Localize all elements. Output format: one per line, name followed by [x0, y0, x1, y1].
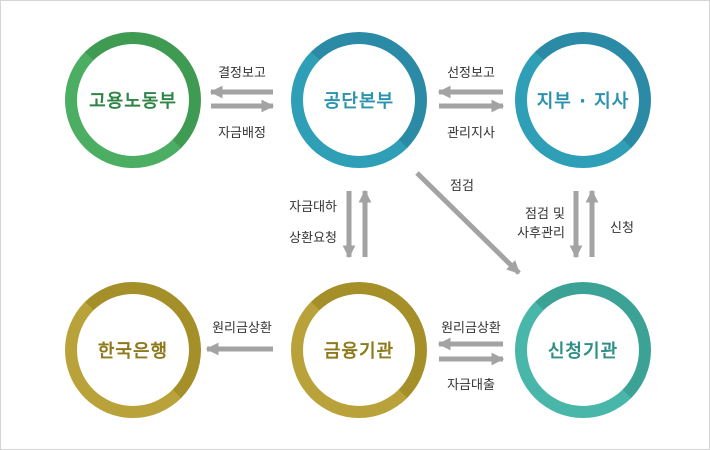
label-inspection: 점검	[450, 179, 474, 194]
node-bank-of-korea-label: 한국은행	[97, 341, 169, 362]
node-agency-hq-label: 공단본부	[323, 91, 395, 112]
node-bank-of-korea: 한국은행	[65, 282, 201, 418]
arrow-hq-to-applicant	[415, 171, 521, 275]
label-decision-report: 결정보고	[218, 66, 266, 81]
label-selection-report: 선정보고	[447, 66, 495, 81]
label-management-branch: 관리지사	[447, 126, 495, 141]
node-applicant: 신청기관	[515, 282, 651, 418]
label-repayment: 원리금상환	[441, 321, 501, 336]
node-branch-label: 지부 · 지사	[536, 91, 630, 112]
label-inspection-followup-line2: 사후관리	[517, 226, 565, 241]
label-fund-loan: 자금대출	[447, 378, 495, 393]
label-repayment-to-bok: 원리금상환	[212, 321, 272, 336]
label-loan-request-line1: 자금대하	[289, 200, 337, 215]
label-fund-allocation: 자금배정	[218, 126, 266, 141]
node-applicant-label: 신청기관	[547, 341, 619, 362]
node-ministry-label: 고용노동부	[89, 91, 177, 112]
label-application: 신청	[610, 221, 634, 236]
node-financial-institution: 금융기관	[291, 282, 427, 418]
node-ministry: 고용노동부	[65, 32, 201, 168]
label-loan-request-line2: 상환요청	[289, 231, 337, 246]
node-branch: 지부 · 지사	[515, 32, 651, 168]
node-agency-hq: 공단본부	[291, 32, 427, 168]
label-inspection-followup-line1: 점검 및	[524, 207, 565, 222]
node-financial-institution-label: 금융기관	[323, 341, 395, 362]
